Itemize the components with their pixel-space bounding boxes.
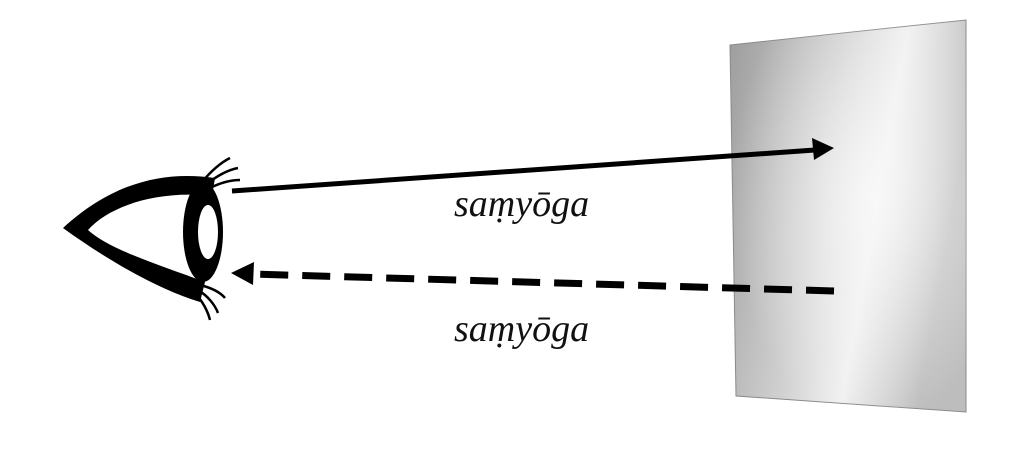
- returning-dashed-arrow: [231, 262, 835, 295]
- outgoing-label: saṃyōga: [454, 183, 590, 225]
- mirror: [729, 19, 967, 413]
- outgoing-arrow: [231, 138, 834, 194]
- eye-icon: [63, 156, 241, 321]
- eyelashes: [194, 156, 241, 321]
- returning-label: saṃyōga: [454, 308, 590, 350]
